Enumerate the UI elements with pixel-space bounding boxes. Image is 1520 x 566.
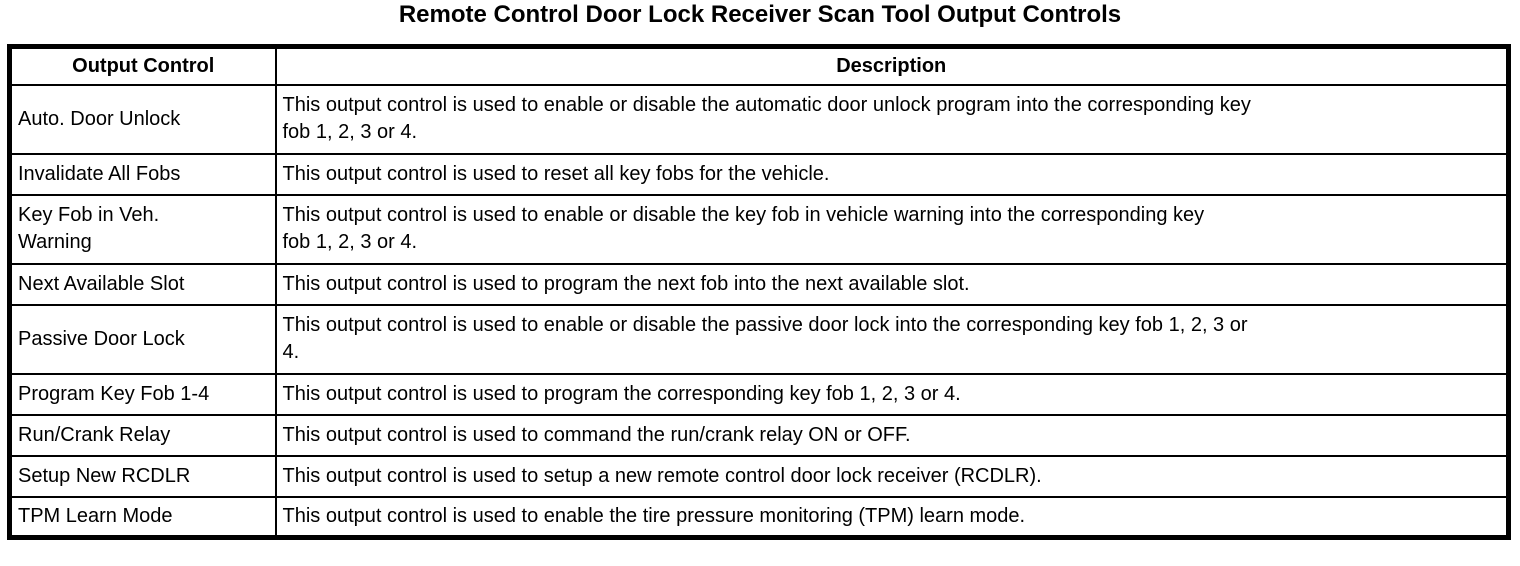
table-row: Next Available Slot This output control …: [8, 262, 1510, 306]
table-row: Run/Crank Relay This output control is u…: [8, 413, 1510, 457]
table-row: Key Fob in Veh. Warning This output cont…: [8, 193, 1510, 265]
control-cell: Key Fob in Veh. Warning: [8, 193, 277, 265]
control-cell: Auto. Door Unlock: [8, 83, 277, 155]
description-cell: This output control is used to reset all…: [274, 152, 1510, 196]
description-cell: This output control is used to enable th…: [274, 495, 1510, 539]
output-controls-table: Output Control Description Auto. Door Un…: [7, 44, 1511, 540]
description-cell: This output control is used to program t…: [274, 372, 1510, 416]
description-cell: This output control is used to setup a n…: [274, 454, 1510, 498]
column-header-description: Description: [274, 45, 1510, 86]
description-cell: This output control is used to enable or…: [274, 193, 1510, 265]
control-cell: Setup New RCDLR: [8, 454, 277, 498]
control-cell: Passive Door Lock: [8, 303, 277, 375]
control-cell: TPM Learn Mode: [8, 495, 277, 539]
table-row: Program Key Fob 1-4 This output control …: [8, 372, 1510, 416]
table-row: TPM Learn Mode This output control is us…: [8, 495, 1510, 539]
description-cell: This output control is used to command t…: [274, 413, 1510, 457]
control-cell: Invalidate All Fobs: [8, 152, 277, 196]
table-row: Passive Door Lock This output control is…: [8, 303, 1510, 375]
page-title: Remote Control Door Lock Receiver Scan T…: [398, 1, 1122, 28]
table-row: Auto. Door Unlock This output control is…: [8, 83, 1510, 155]
table-row: Setup New RCDLR This output control is u…: [8, 454, 1510, 498]
description-cell: This output control is used to program t…: [274, 262, 1510, 306]
description-cell: This output control is used to enable or…: [274, 303, 1510, 375]
column-header-output-control: Output Control: [8, 45, 277, 86]
table-header-row: Output Control Description: [8, 45, 1510, 86]
control-cell: Program Key Fob 1-4: [8, 372, 277, 416]
table-row: Invalidate All Fobs This output control …: [8, 152, 1510, 196]
control-cell: Run/Crank Relay: [8, 413, 277, 457]
control-cell: Next Available Slot: [8, 262, 277, 306]
description-cell: This output control is used to enable or…: [274, 83, 1510, 155]
